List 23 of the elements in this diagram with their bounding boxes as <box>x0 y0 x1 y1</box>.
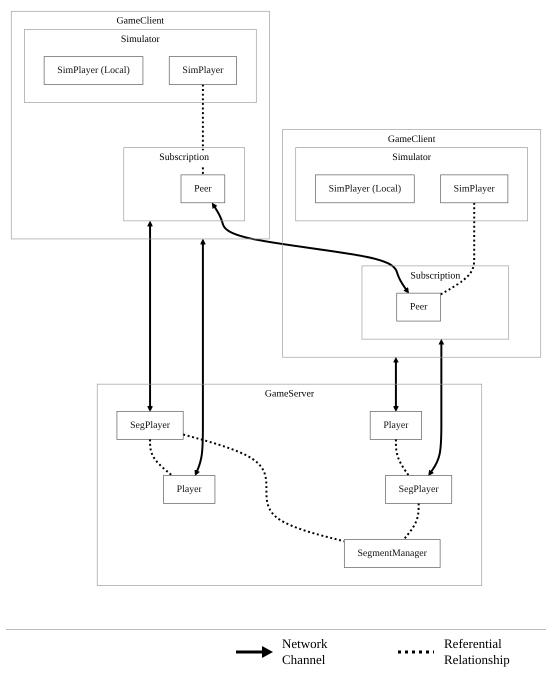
component-box: SegPlayer <box>385 475 452 504</box>
component-box: Player <box>163 475 216 504</box>
double-arrow <box>212 202 409 294</box>
legend-text: Network Channel <box>282 636 328 668</box>
double-arrow <box>194 238 206 476</box>
double-arrow <box>393 357 399 412</box>
component-box: SimPlayer <box>440 174 508 204</box>
dotted-line <box>202 84 204 175</box>
dotted-line <box>402 503 420 540</box>
component-box: SegPlayer <box>116 411 184 440</box>
component-box: Player <box>370 411 422 440</box>
component-box: Peer <box>396 292 441 322</box>
dotted-line <box>440 202 476 296</box>
component-box: SimPlayer <box>168 56 237 85</box>
component-box: Peer <box>180 174 226 204</box>
component-box: SimPlayer (Local) <box>44 56 144 85</box>
component-box: SimPlayer (Local) <box>315 174 415 204</box>
legend-text: Referential Relationship <box>444 636 511 668</box>
component-box: SegmentManager <box>344 539 440 568</box>
dotted-line <box>149 439 173 476</box>
dotted-line <box>394 439 410 476</box>
double-arrow <box>428 339 444 476</box>
double-arrow <box>147 220 153 412</box>
